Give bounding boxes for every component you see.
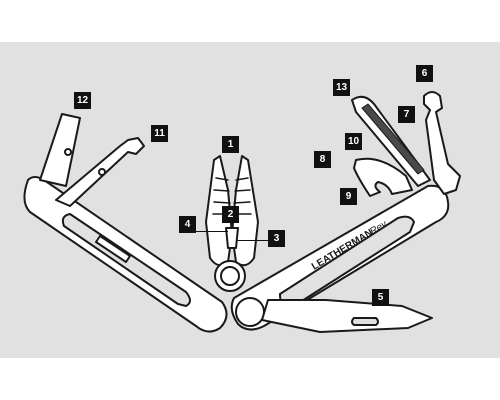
plier-pivot-inner [220, 266, 240, 286]
wire-cutter-notch [225, 227, 239, 249]
tool-6-7-can-opener [423, 91, 461, 195]
left-handle-slot-small [95, 235, 131, 263]
callout-10: 10 [345, 133, 362, 150]
bottom-pivot [235, 297, 265, 327]
callout-6: 6 [416, 65, 433, 82]
tool-12-file [39, 113, 81, 187]
callout-4: 4 [179, 216, 196, 233]
leader-line-4 [196, 231, 228, 232]
callout-7: 7 [398, 106, 415, 123]
callout-3: 3 [268, 230, 285, 247]
callout-13: 13 [333, 79, 350, 96]
callout-8: 8 [314, 151, 331, 168]
tool-11-pivot [98, 168, 106, 176]
leader-line-3 [236, 240, 268, 241]
knife-thumb-hole [351, 317, 379, 326]
callout-11: 11 [151, 125, 168, 142]
callout-1: 1 [222, 136, 239, 153]
callout-5: 5 [372, 289, 389, 306]
tool-12-pivot [64, 148, 72, 156]
callout-9: 9 [340, 188, 357, 205]
tool-10-file-texture [361, 103, 425, 175]
callout-12: 12 [74, 92, 91, 109]
callout-2: 2 [222, 206, 239, 223]
tool-8-9-bottle-opener [353, 157, 413, 197]
tool-5-knife-blade [261, 299, 433, 333]
